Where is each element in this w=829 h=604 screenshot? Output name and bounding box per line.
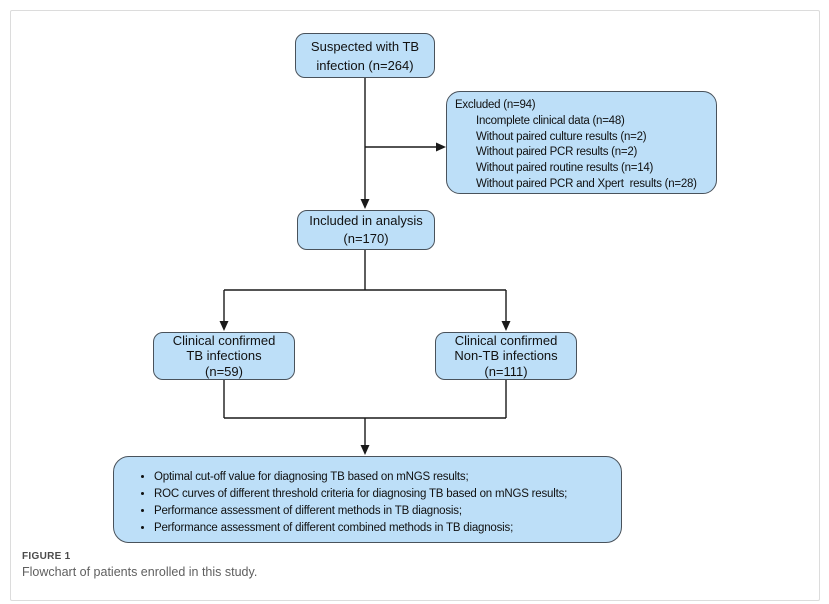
node-tb-infections: Clinical confirmed TB infections (n=59) — [153, 332, 295, 380]
node-text-line: (n=59) — [205, 363, 243, 379]
excluded-item: Without paired PCR results (n=2) — [476, 146, 638, 159]
figure-caption: FIGURE 1 Flowchart of patients enrolled … — [22, 551, 257, 579]
outcomes-bullet: Performance assessment of different comb… — [154, 520, 611, 537]
node-excluded: Excluded (n=94) Incomplete clinical data… — [446, 91, 717, 194]
excluded-item: Incomplete clinical data (n=48) — [476, 114, 625, 127]
node-text-line: infection (n=264) — [316, 57, 414, 73]
node-suspected-with-tb: Suspected with TB infection (n=264) — [295, 33, 435, 78]
node-text-line: (n=170) — [343, 231, 389, 246]
node-text-line: TB infections — [186, 348, 262, 364]
figure-frame — [10, 10, 820, 601]
figure-caption-label: FIGURE 1 — [22, 551, 71, 562]
excluded-title: Excluded (n=94) — [455, 99, 536, 111]
node-text-line: (n=111) — [484, 363, 528, 379]
node-text-line: Suspected with TB — [310, 38, 420, 54]
node-text-line: Clinical confirmed — [172, 332, 276, 348]
outcomes-bullet: Optimal cut-off value for diagnosing TB … — [154, 469, 611, 486]
node-study-outcomes: Optimal cut-off value for diagnosing TB … — [113, 456, 622, 543]
node-text-line: Clinical confirmed — [454, 332, 558, 348]
excluded-item: Without paired routine results (n=14) — [476, 162, 654, 175]
node-text-line: Included in analysis — [309, 213, 423, 228]
outcomes-bullet: Performance assessment of different meth… — [154, 503, 611, 520]
node-included-in-analysis: Included in analysis (n=170) — [297, 210, 435, 250]
outcomes-list: Optimal cut-off value for diagnosing TB … — [138, 469, 611, 537]
excluded-item: Without paired PCR and Xpert results (n=… — [476, 177, 697, 190]
node-text-line: Non-TB infections — [454, 348, 558, 364]
outcomes-bullet: ROC curves of different threshold criter… — [154, 486, 611, 503]
node-non-tb-infections: Clinical confirmed Non-TB infections (n=… — [435, 332, 577, 380]
excluded-item: Without paired culture results (n=2) — [476, 130, 647, 143]
figure-caption-text: Flowchart of patients enrolled in this s… — [22, 565, 258, 579]
